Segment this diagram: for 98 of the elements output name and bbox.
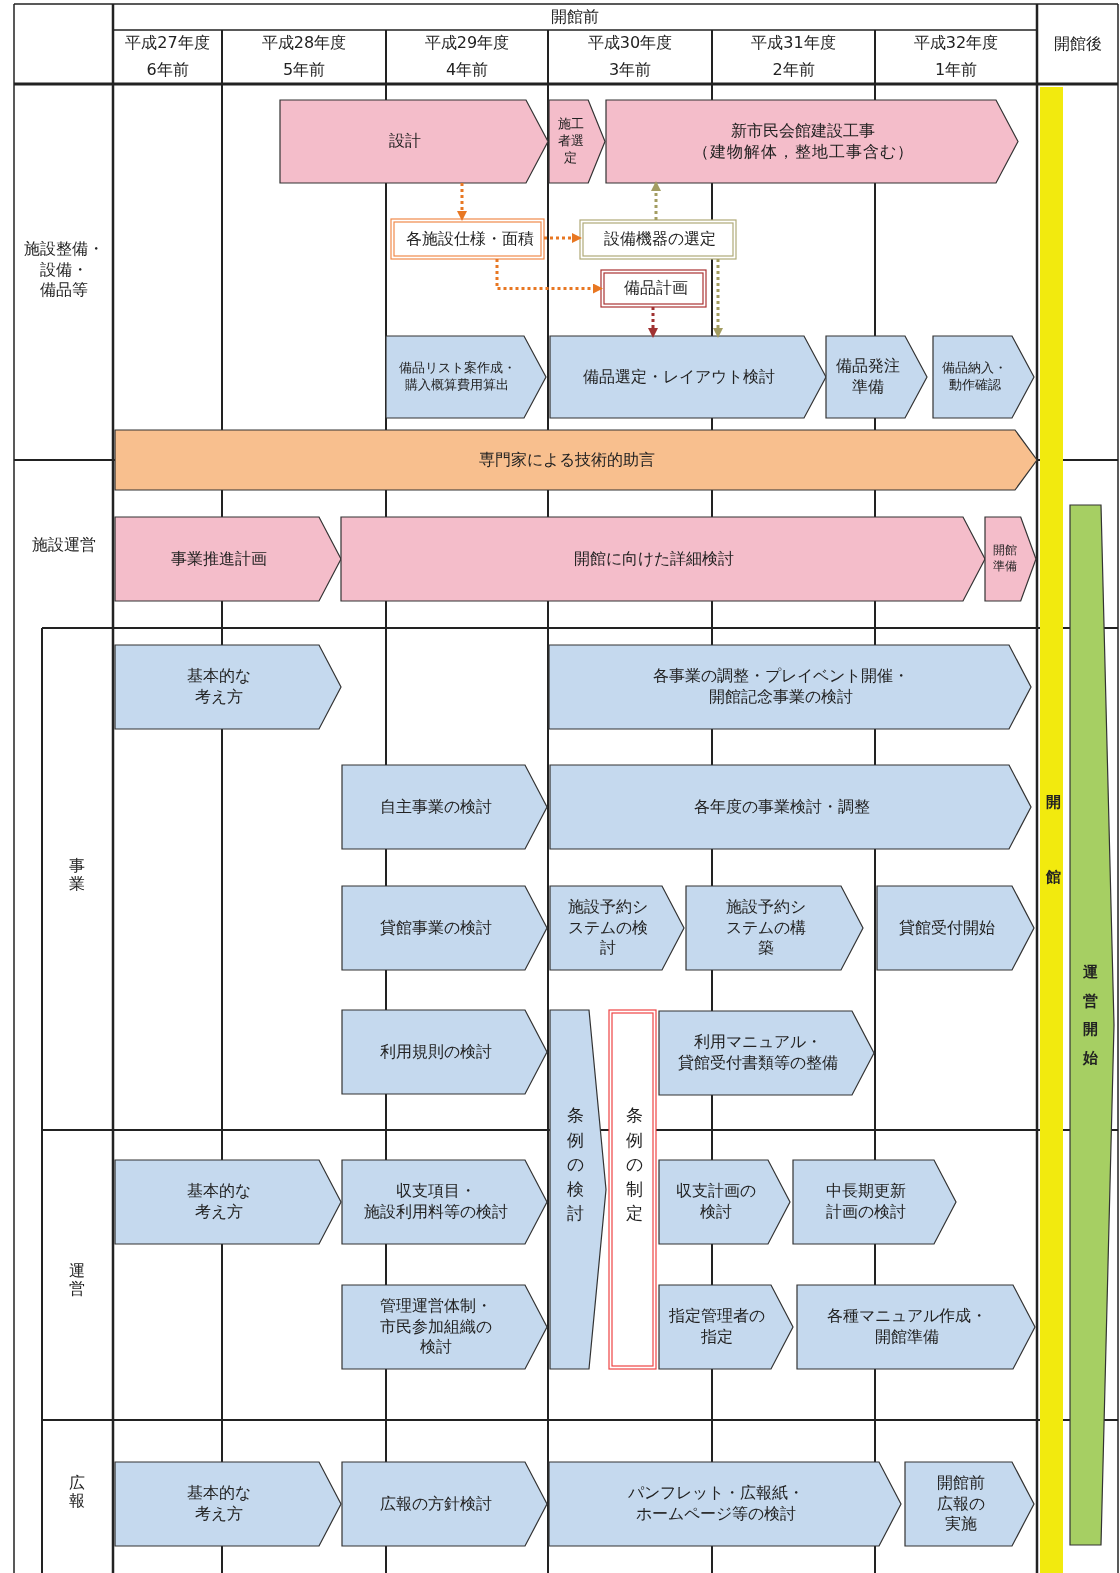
column-heading: 3年前 [608, 60, 652, 81]
schedule-bar [342, 886, 547, 970]
column-heading: 開館前 [551, 6, 599, 28]
schedule-bar [659, 1285, 793, 1369]
task-label: 中長期更新計画の検討 [824, 1181, 907, 1223]
column-heading: 平成27年度 [125, 33, 210, 54]
schedule-bar [342, 1462, 547, 1546]
task-label: 設備機器の選定 [604, 229, 716, 250]
row-heading: 事業 [69, 857, 85, 893]
task-label: 貸館受付開始 [898, 917, 995, 939]
task-label: 新市民会館建設工事 [731, 120, 875, 142]
column-heading: 平成28年度 [261, 33, 347, 54]
schedule-bar [386, 336, 546, 418]
task-label: パンフレット・広報紙・ホームページ等の検討 [627, 1483, 805, 1525]
task-label: 事業推進計画 [171, 548, 267, 570]
task-label: 各種マニュアル作成・開館準備 [826, 1306, 988, 1348]
schedule-bar [550, 765, 1031, 849]
schedule-bar [797, 1285, 1035, 1369]
schedule-bar [115, 1160, 341, 1244]
task-label: 収支項目・施設利用料等の検討 [362, 1181, 509, 1223]
column-heading: 平成32年度 [913, 33, 999, 54]
milestone-bar [1040, 87, 1063, 1573]
task-box [391, 219, 544, 259]
task-label: 管理運営体制・市民参加組織の検討 [378, 1295, 493, 1359]
task-label: 施設予約システムの検討 [567, 896, 649, 960]
row-heading: 施設運営 [30, 534, 97, 556]
task-label: 基本的な考え方 [186, 1181, 252, 1223]
task-label: 備品発注準備 [834, 356, 901, 398]
task-label: 設計 [389, 131, 421, 152]
dotted-arrow [648, 307, 658, 338]
column-heading: 2年前 [772, 60, 815, 81]
schedule-bar [659, 1011, 874, 1095]
task-box [580, 220, 736, 259]
schedule-bar [342, 765, 547, 849]
task-label: 広報の方針検討 [379, 1493, 492, 1515]
schedule-bar [550, 1010, 606, 1369]
row-heading: 広報 [69, 1474, 85, 1510]
schedule-bar [549, 1462, 901, 1546]
task-label: 各施設仕様・面積 [405, 228, 534, 250]
task-label: 専門家による技術的助言 [479, 449, 655, 471]
task-label: 各年度の事業検討・調整 [693, 796, 870, 818]
schedule-bar [826, 336, 927, 418]
task-label: 備品選定・レイアウト検討 [583, 366, 775, 388]
dotted-arrow [651, 181, 661, 220]
schedule-bar [905, 1462, 1034, 1546]
task-label: 施工者選定 [556, 116, 585, 167]
schedule-bar [342, 1010, 547, 1094]
schedule-bar [933, 336, 1034, 418]
row-heading: 施設整備・設備・備品等 [22, 238, 105, 302]
task-label: 各事業の調整・プレイベント開催・開館記念事業の検討 [652, 666, 910, 708]
task-label: 自主事業の検討 [379, 796, 492, 818]
task-label: 基本的な考え方 [186, 1483, 252, 1525]
task-label: 運営開始 [1083, 962, 1099, 1069]
column-heading: 平成31年度 [751, 33, 836, 54]
schedule-bar [115, 430, 1037, 490]
dotted-arrow [495, 259, 603, 294]
task-label: 備品計画 [623, 278, 688, 299]
task-label: 指定管理者の指定 [668, 1306, 766, 1348]
schedule-bar [115, 645, 341, 729]
task-label: 収支計画の検討 [674, 1181, 757, 1223]
task-box [601, 270, 706, 307]
task-label: 基本的な考え方 [186, 666, 252, 708]
schedule-bar [549, 645, 1031, 729]
task-label: 開館前広報の実施 [935, 1472, 986, 1536]
schedule-bar [659, 1160, 790, 1244]
task-label: 施設予約システムの構築 [724, 896, 807, 960]
dotted-arrow [544, 233, 582, 243]
column-heading: 開館後 [1053, 33, 1102, 55]
schedule-bar [793, 1160, 956, 1244]
schedule-bar [115, 517, 341, 601]
task-label: 開館 [1046, 792, 1061, 888]
column-heading: 5年前 [282, 60, 326, 81]
task-label: 利用マニュアル・貸館受付書類等の整備 [676, 1032, 839, 1074]
schedule-bar [877, 886, 1034, 970]
task-label: 備品納入・動作確認 [941, 360, 1008, 394]
schedule-bar [342, 1285, 547, 1369]
column-heading: 1年前 [934, 60, 978, 81]
task-label: （建物解体，整地工事含む） [692, 141, 914, 163]
dotted-arrow [713, 259, 723, 338]
task-label: 開館に向けた詳細検討 [574, 548, 734, 570]
task-label: 備品リスト案作成・購入概算費用算出 [397, 360, 517, 394]
task-label: 貸館事業の検討 [379, 917, 492, 939]
task-label: 条例の検討 [567, 1103, 585, 1226]
task-label: 開館準備 [991, 543, 1018, 575]
schedule-bar [686, 886, 863, 970]
task-box [609, 1010, 656, 1369]
column-heading: 平成30年度 [587, 33, 673, 54]
schedule-bar [550, 886, 684, 970]
dotted-arrow [457, 183, 467, 221]
task-label: 利用規則の検討 [379, 1041, 492, 1063]
column-heading: 平成29年度 [424, 33, 510, 54]
column-heading: 6年前 [146, 60, 189, 81]
schedule-bar [115, 1462, 341, 1546]
schedule-bar [342, 1160, 547, 1244]
row-heading: 運営 [69, 1262, 85, 1298]
task-label: 条例の制定 [626, 1103, 643, 1226]
schedule-bar [1070, 505, 1114, 1545]
column-heading: 4年前 [445, 60, 489, 81]
